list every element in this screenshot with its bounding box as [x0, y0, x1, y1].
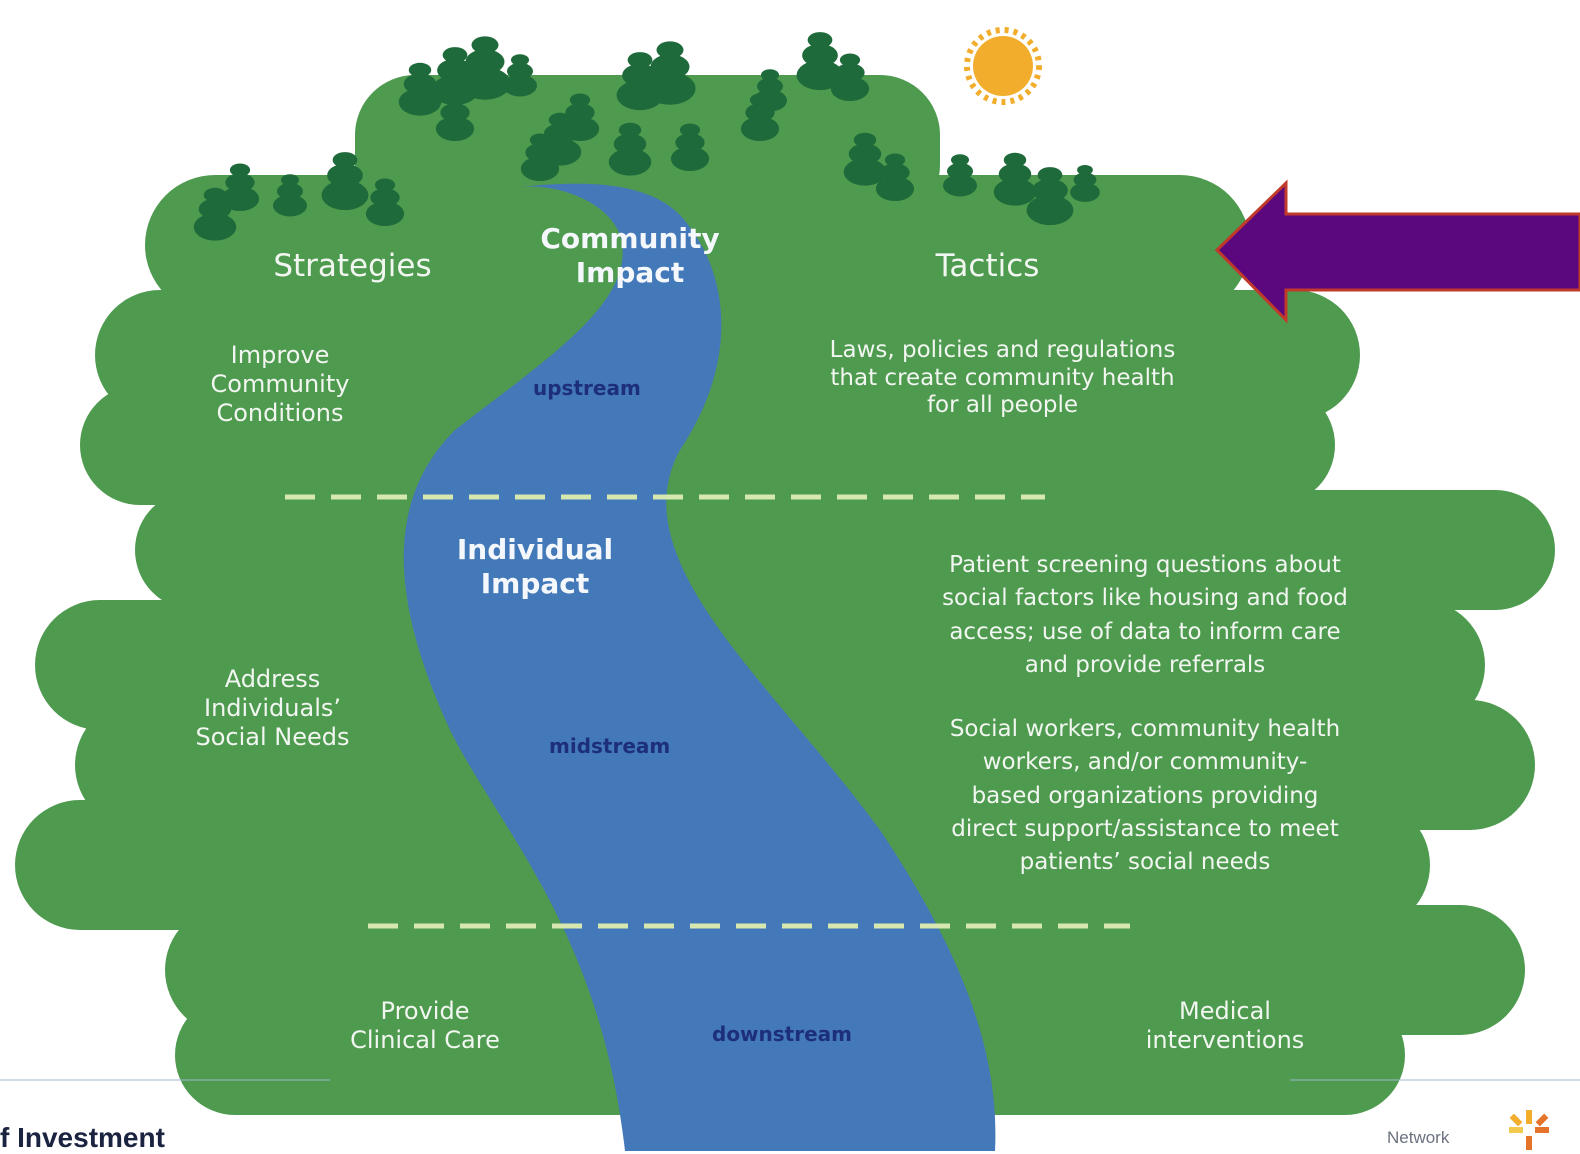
- individual-impact-line-1: Individual: [456, 533, 614, 566]
- tree-icon: [644, 41, 696, 105]
- tree-icon: [843, 132, 887, 186]
- footer-network-text: Network: [1387, 1128, 1450, 1147]
- community-impact-line-2: Impact: [575, 255, 685, 289]
- tactic-upstream: Laws, policies and regulations that crea…: [775, 337, 1230, 420]
- strategy-midstream-line: Individuals’: [203, 693, 341, 722]
- tactic-upstream-line: that create community health: [830, 364, 1175, 391]
- strategy-downstream-line: Provide: [380, 997, 470, 1025]
- midstream-label: midstream: [549, 734, 671, 758]
- strategy-upstream-line: Conditions: [216, 398, 344, 427]
- river: [403, 183, 996, 1151]
- community-impact-label: Community Impact: [515, 222, 745, 289]
- tree-icon: [1070, 164, 1100, 202]
- footer-left-text: f Investment: [0, 1122, 165, 1153]
- tree-icon: [321, 152, 369, 211]
- tree-icon: [670, 123, 710, 172]
- tree-icon: [608, 122, 652, 176]
- tree-icon: [273, 174, 307, 217]
- tree-icon: [503, 54, 537, 97]
- tree-icon: [435, 93, 475, 142]
- strategy-downstream-line: Clinical Care: [350, 1025, 500, 1054]
- tree-icon: [796, 32, 844, 91]
- tree-icon: [753, 69, 787, 112]
- strategy-upstream-line: Community: [210, 369, 350, 398]
- tactics-header: Tactics: [935, 248, 1040, 284]
- tactic-workers-line: Social workers, community health: [949, 716, 1341, 742]
- tree-icon: [520, 133, 560, 182]
- strategy-midstream: Address Individuals’ Social Needs: [150, 665, 395, 751]
- individual-impact-label: Individual Impact: [420, 533, 650, 600]
- tree-icon: [943, 154, 977, 197]
- tree-icon: [830, 53, 870, 102]
- tree-icon: [993, 152, 1037, 206]
- tactic-workers-line: workers, and/or community-: [982, 749, 1308, 776]
- strategy-midstream-line: Address: [224, 665, 321, 693]
- tactic-screening-line: social factors like housing and food: [942, 585, 1348, 612]
- strategy-midstream-line: Social Needs: [195, 722, 350, 751]
- tactic-upstream-line: Laws, policies and regulations: [829, 337, 1176, 363]
- tactic-screening-line: Patient screening questions about: [949, 552, 1341, 578]
- upstream-label: upstream: [533, 376, 641, 400]
- sun-icon: [964, 27, 1042, 105]
- community-impact-line-1: Community: [540, 222, 720, 255]
- tactic-downstream-line: Medical: [1179, 997, 1271, 1025]
- downstream-label: downstream: [712, 1022, 852, 1046]
- arrow-icon: [1214, 179, 1580, 324]
- tree-icon: [875, 153, 915, 202]
- tactic-workers-line: based organizations providing: [971, 782, 1319, 809]
- network-logo-icon: [1509, 1110, 1549, 1150]
- tree-icon: [560, 93, 600, 142]
- tree-icon: [220, 163, 260, 212]
- tree-icon: [398, 62, 442, 116]
- tactic-workers-line: patients’ social needs: [1019, 849, 1271, 876]
- tactic-downstream: Medical interventions: [1100, 997, 1350, 1055]
- tactic-midstream-workers: Social workers, community health workers…: [905, 713, 1385, 880]
- tactic-workers-line: direct support/assistance to meet: [951, 816, 1339, 843]
- tree-icon: [1026, 167, 1074, 226]
- individual-impact-line-2: Impact: [480, 566, 590, 600]
- tree-group: [193, 32, 1100, 241]
- strategies-header: Strategies: [273, 248, 432, 284]
- strategy-upstream-line: Improve: [230, 341, 330, 369]
- strategy-upstream: Improve Community Conditions: [160, 341, 400, 427]
- tactic-midstream-screening: Patient screening questions about social…: [900, 549, 1390, 682]
- tactic-screening-line: access; use of data to inform care: [949, 618, 1341, 645]
- tactic-downstream-line: interventions: [1145, 1025, 1305, 1054]
- tactic-screening-line: and provide referrals: [1024, 652, 1266, 679]
- tactic-upstream-line: for all people: [926, 392, 1079, 419]
- strategy-downstream: Provide Clinical Care: [305, 997, 545, 1055]
- tree-icon: [365, 178, 405, 227]
- tree-icon: [459, 36, 511, 100]
